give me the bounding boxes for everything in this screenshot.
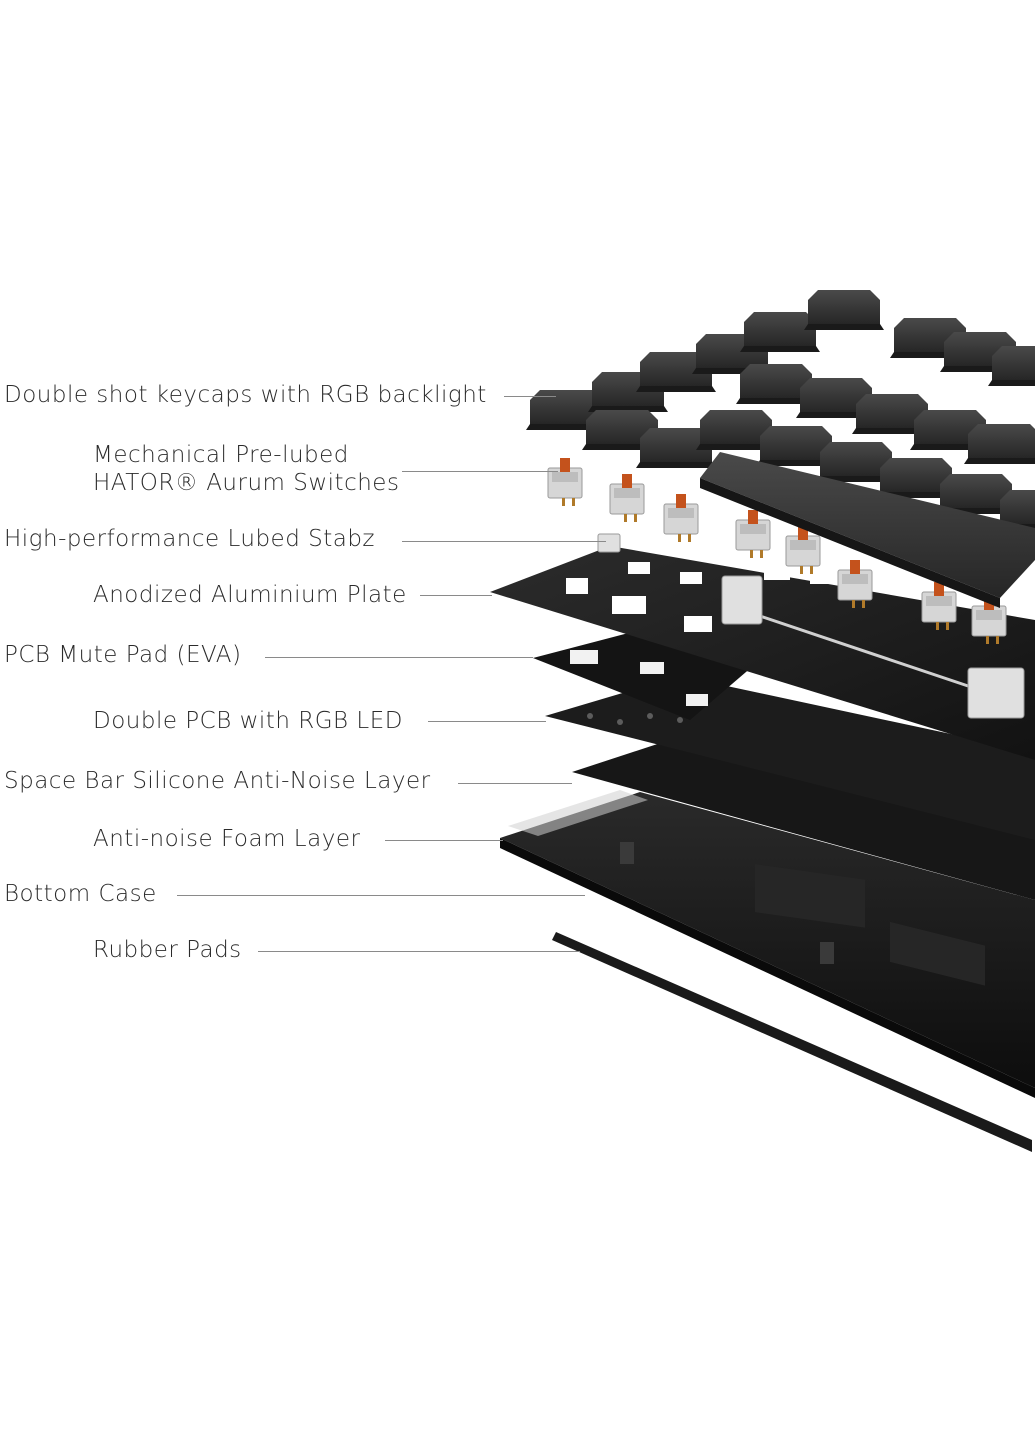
label-pads: Rubber Pads [93,937,242,963]
label-stabs: High-performance Lubed Stabz [4,526,376,552]
leader-pcb [428,721,546,722]
leader-pads [258,951,580,952]
label-mutepad: PCB Mute Pad (EVA) [4,642,242,668]
bottom-case-shape [500,790,1035,1098]
leader-switches [402,471,558,472]
switches-group [547,457,1025,719]
leader-plate [420,595,492,596]
label-keycaps: Double shot keycaps with RGB backlight [4,382,487,408]
leader-spacebar [458,783,572,784]
label-foam: Anti-noise Foam Layer [93,826,361,852]
leader-case [177,895,585,896]
label-switches-line2: HATOR® Aurum Switches [93,470,400,496]
label-case: Bottom Case [4,881,157,907]
plate-shape [490,546,1035,760]
keycaps-group [526,290,1035,608]
foam-layer-shape [572,730,1035,986]
label-plate: Anodized Aluminium Plate [93,582,407,608]
pcb-shape [545,676,1035,840]
rubber-pad-strip [552,932,1032,1152]
leader-foam [385,840,503,841]
leader-mutepad [265,657,533,658]
label-pcb: Double PCB with RGB LED [93,708,403,734]
label-spacebar: Space Bar Silicone Anti-Noise Layer [4,768,431,794]
label-switches-line1: Mechanical Pre-lubed [93,442,349,468]
leader-stabs [402,541,606,542]
leader-keycaps [504,396,556,397]
